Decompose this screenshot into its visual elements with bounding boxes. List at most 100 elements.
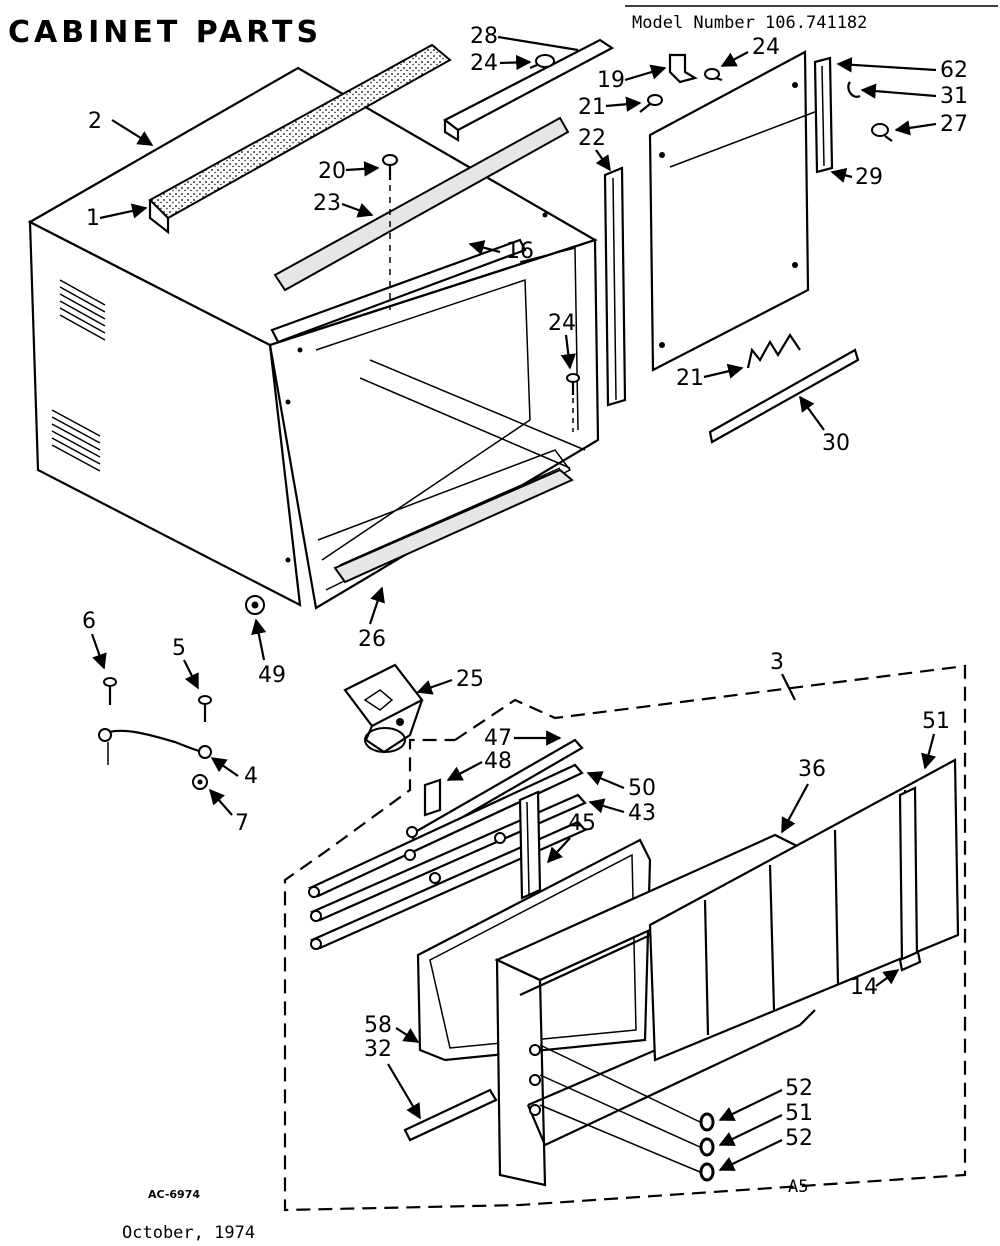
svg-text:29: 29 (855, 165, 883, 190)
callout-27: 26 (358, 586, 386, 652)
svg-text:16: 16 (506, 239, 534, 264)
parts-50-51-52-washers (539, 1044, 715, 1182)
svg-text:36: 36 (798, 757, 826, 782)
callout-43: 45 (546, 811, 596, 864)
svg-text:58: 58 (364, 1013, 392, 1038)
callout-49: 51 (921, 709, 950, 770)
part-28-strip (708, 348, 860, 444)
svg-text:50: 50 (628, 776, 656, 801)
callout-31: 31 (860, 83, 968, 109)
callout-46: 49 (251, 618, 286, 688)
callout-50: 52 (718, 1076, 813, 1121)
callout-21-left: 20 (318, 159, 380, 184)
part-29-vertical-channel (813, 56, 834, 174)
svg-text:52: 52 (785, 1076, 813, 1101)
callout-20: 19 (597, 64, 667, 93)
callout-24-top: 24 (470, 51, 532, 76)
svg-text:21: 21 (676, 366, 704, 391)
callout-6: 6 (82, 609, 107, 670)
svg-text:51: 51 (785, 1101, 813, 1126)
svg-text:20: 20 (318, 159, 346, 184)
callout-14: 14 (850, 969, 900, 1000)
part-1-seal-end (148, 200, 170, 235)
svg-text:23: 23 (313, 191, 341, 216)
part-31-clip (847, 81, 861, 98)
callout-32: 32 (364, 1037, 421, 1120)
part-24-screw-mid (566, 373, 580, 432)
svg-text:21: 21 (578, 95, 606, 120)
model-number: Model Number 106.741182 (632, 13, 867, 33)
callout-5: 5 (172, 636, 199, 690)
svg-text:4: 4 (244, 764, 258, 789)
part-22-vertical-strip (603, 166, 627, 407)
part-23-angle (273, 116, 570, 292)
svg-text:28: 28 (470, 24, 498, 49)
callout-7: 7 (208, 788, 249, 836)
svg-text:2: 2 (88, 109, 102, 134)
callout-3: 3 (770, 650, 796, 701)
callout-25: 27 (894, 112, 968, 137)
date-label: October, 1974 (122, 1223, 255, 1243)
svg-text:24: 24 (470, 51, 498, 76)
part-16-channel (270, 238, 527, 344)
callout-35: 36 (781, 757, 826, 834)
part-49-accordion-panels (648, 758, 960, 1062)
part-14-clip (898, 950, 922, 972)
callout-36: 43 (588, 798, 656, 826)
part-46-nut (245, 595, 265, 615)
callout-1: 1 (86, 203, 148, 231)
part-25-screw (871, 123, 893, 142)
rail-set (308, 738, 587, 950)
callout-26: 25 (416, 667, 484, 695)
part-24-screw-top (529, 54, 555, 70)
svg-text:62: 62 (940, 58, 968, 83)
svg-text:49: 49 (258, 663, 286, 688)
part-43-post (518, 790, 542, 900)
callout-22: 22 (578, 126, 611, 172)
svg-text:30: 30 (822, 431, 850, 456)
svg-text:31: 31 (940, 84, 968, 109)
callout-24-right: 24 (720, 35, 780, 67)
part-21-screw-left (382, 154, 398, 310)
svg-text:47: 47 (484, 726, 512, 751)
callout-52: 52 (718, 1126, 813, 1171)
part-19-spring (746, 332, 801, 369)
svg-text:27: 27 (940, 112, 968, 137)
callout-58: 58 (364, 1013, 420, 1043)
page-title: CABINET PARTS (8, 15, 322, 50)
svg-text:52: 52 (785, 1126, 813, 1151)
callout-45: 47 (484, 726, 562, 751)
callout-48: 50 (586, 771, 656, 801)
callout-2: 2 (88, 109, 154, 146)
svg-text:51: 51 (922, 709, 950, 734)
svg-text:3: 3 (770, 650, 784, 675)
callout-19: 21 (676, 363, 744, 391)
svg-text:48: 48 (484, 749, 512, 774)
callout-16: 16 (468, 239, 534, 264)
callout-21-right: 21 (578, 95, 642, 120)
svg-text:24: 24 (548, 311, 576, 336)
part-3-kit-boundary (283, 664, 967, 1212)
part-21-screw-right (639, 94, 663, 113)
svg-text:7: 7 (235, 811, 249, 836)
svg-text:5: 5 (172, 636, 186, 661)
svg-text:43: 43 (628, 801, 656, 826)
part-32-rod (403, 1088, 498, 1142)
callout-29: 29 (830, 165, 883, 190)
svg-text:32: 32 (364, 1037, 392, 1062)
svg-text:25: 25 (456, 667, 484, 692)
svg-text:45: 45 (568, 811, 596, 836)
svg-text:22: 22 (578, 126, 606, 151)
part-26-clamp (343, 663, 424, 754)
part-1-seal-strip (148, 43, 452, 220)
svg-text:1: 1 (86, 206, 100, 231)
callout-62: 62 (836, 57, 968, 83)
drawing-code: AC-6974 (148, 1188, 200, 1201)
corner-code: A5 (788, 1177, 808, 1197)
callout-4: 4 (210, 757, 258, 789)
callout-47: 48 (446, 749, 512, 781)
part-20-clip (668, 53, 698, 84)
callout-30: 28 (470, 24, 579, 52)
part-24-screw-right (704, 68, 723, 82)
svg-text:19: 19 (597, 68, 625, 93)
